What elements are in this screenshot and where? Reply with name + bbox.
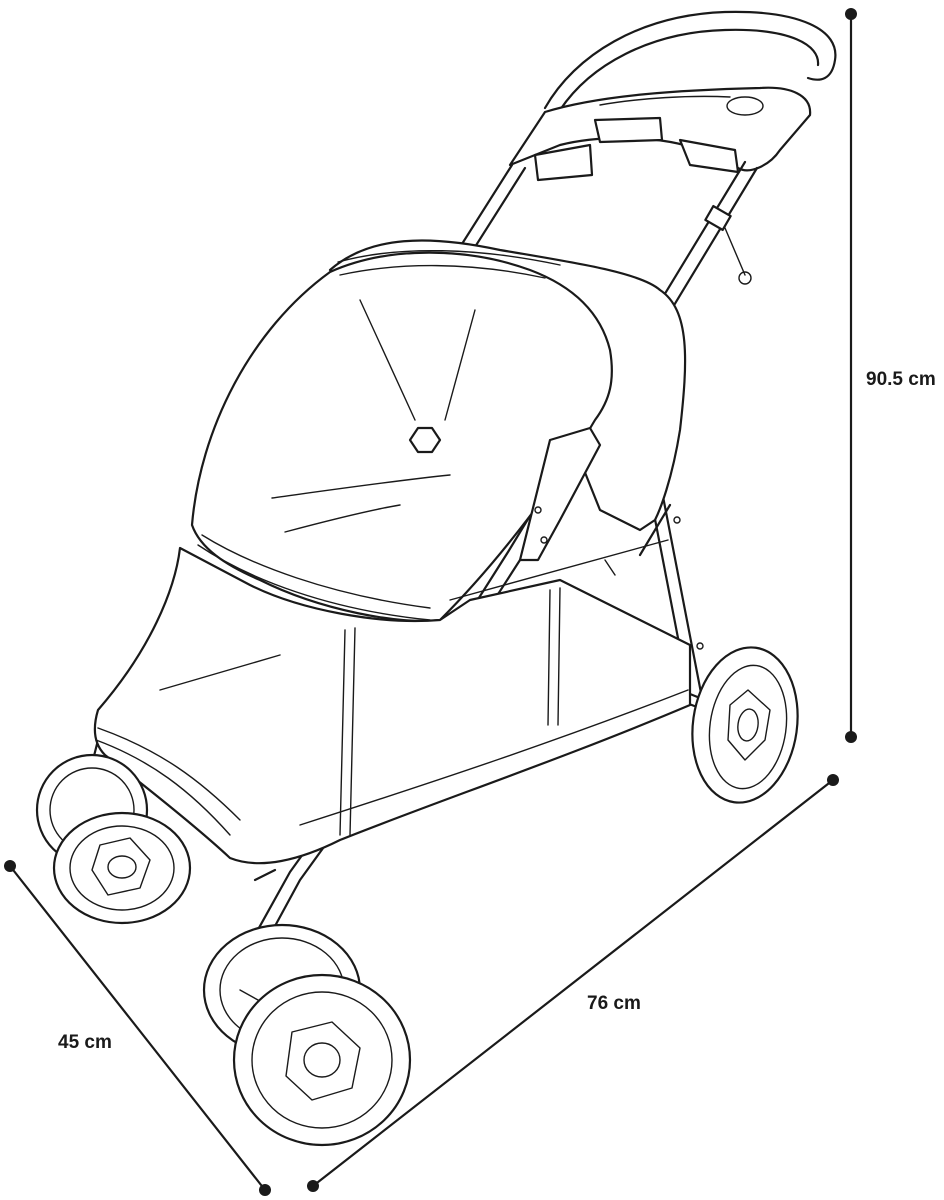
width-dimension-line (4, 860, 271, 1196)
rear-right-wheel (691, 646, 799, 804)
height-label: 90.5 cm (866, 369, 936, 390)
length-dimension-line (307, 774, 839, 1192)
stroller-body (93, 426, 692, 865)
stroller-handle (508, 10, 837, 182)
width-label: 45 cm (58, 1032, 112, 1053)
height-dimension-line (845, 8, 857, 743)
stroller-canopy (190, 239, 687, 623)
length-label: 76 cm (587, 993, 641, 1014)
front-left-wheel (52, 811, 192, 925)
front-right-wheel (232, 973, 412, 1147)
